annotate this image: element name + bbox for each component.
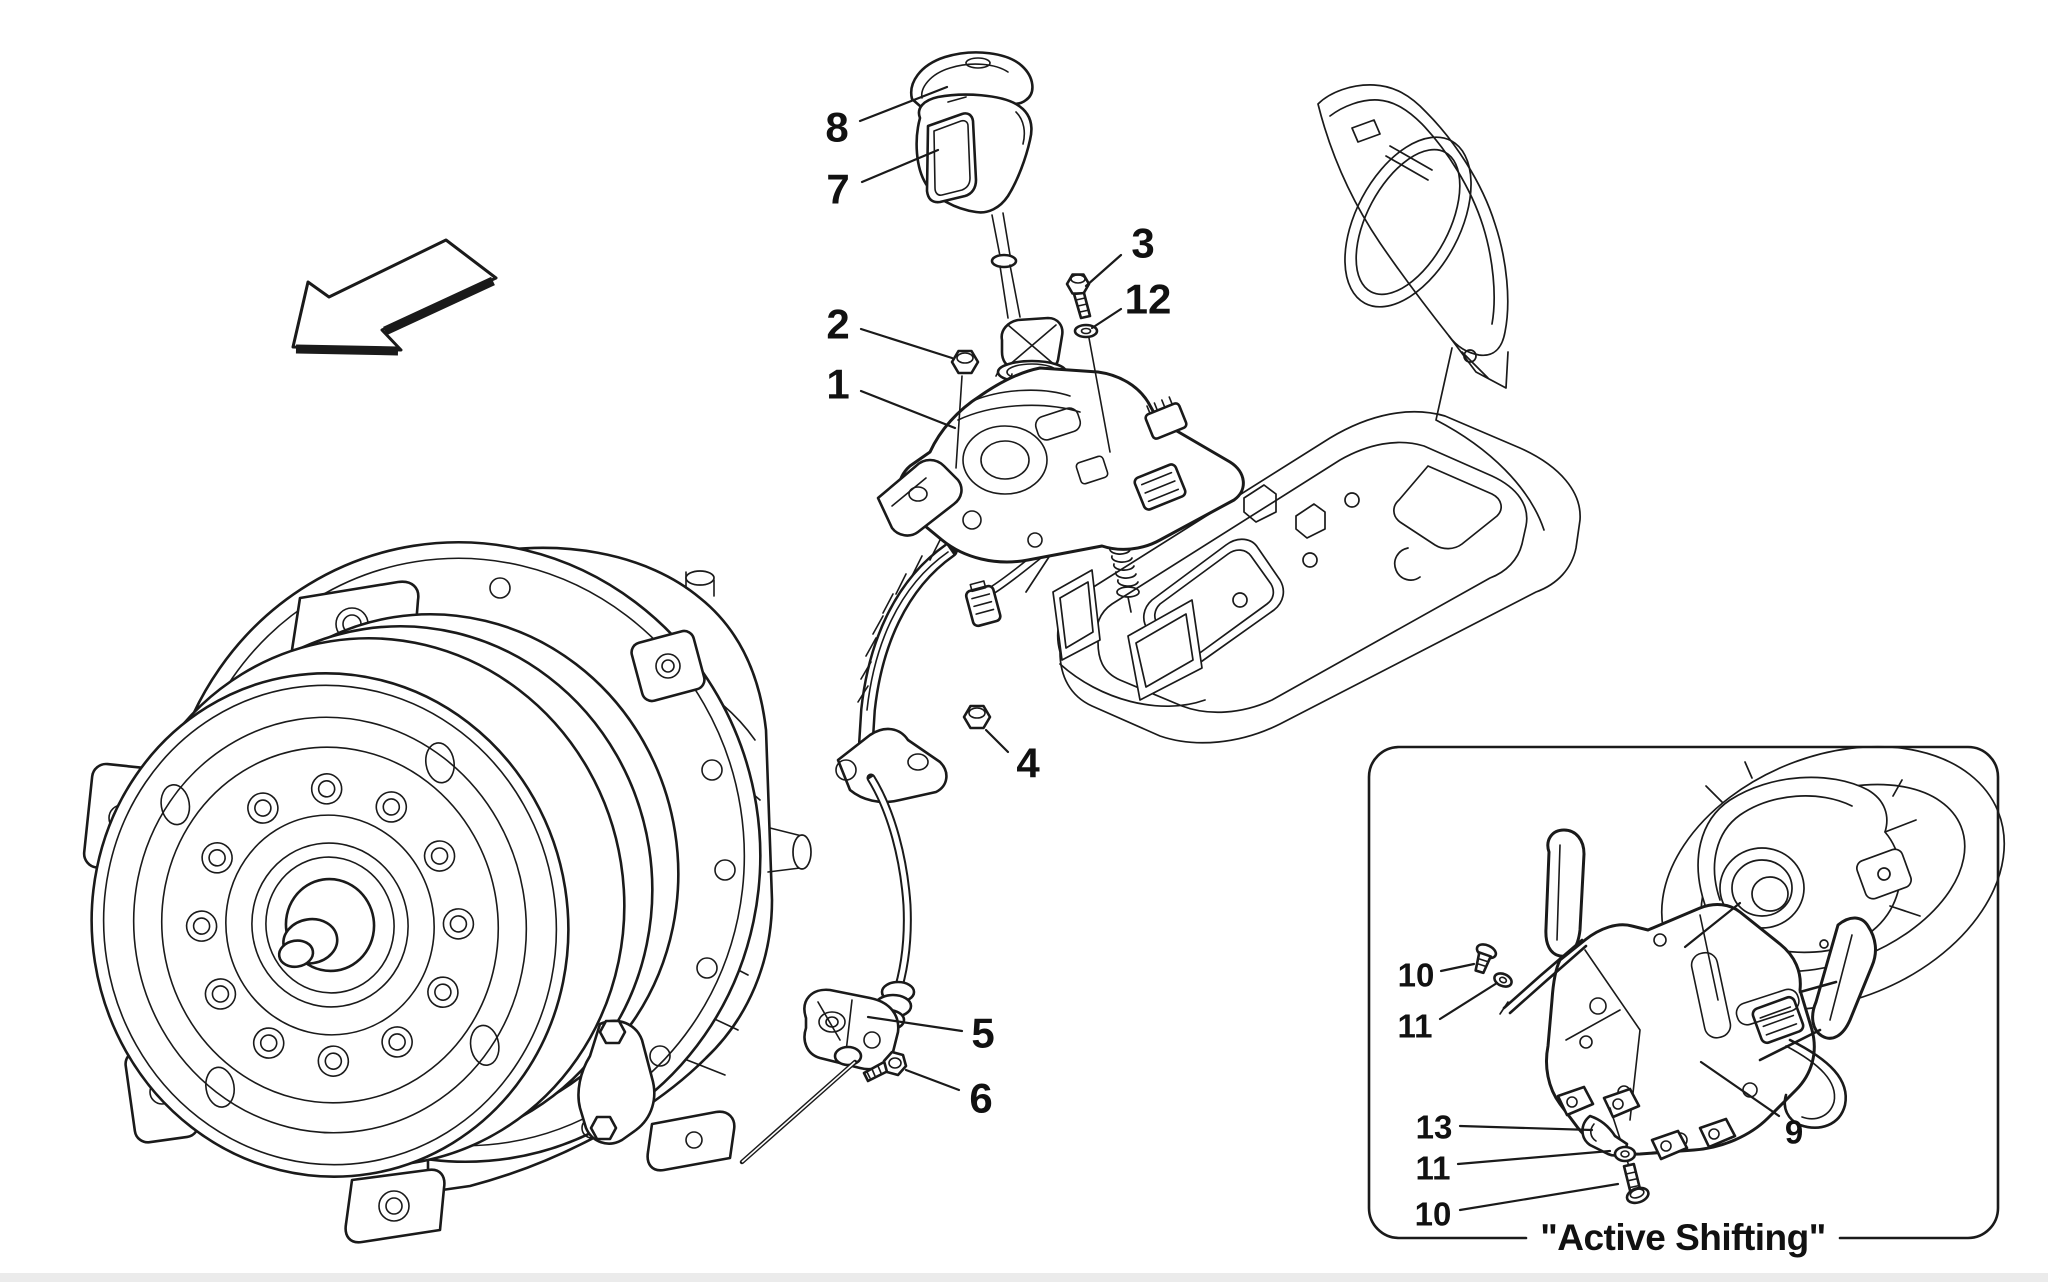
washer-11-top	[1493, 972, 1513, 988]
callout-leader-line	[984, 728, 1010, 754]
callout-5: 5	[866, 1010, 995, 1057]
nut-2	[950, 349, 980, 469]
callout-label: 4	[1016, 740, 1040, 787]
callout-2: 2	[826, 301, 954, 360]
direction-arrow-icon	[291, 238, 498, 356]
callout-label: 7	[826, 166, 849, 213]
callout-11: 11	[1398, 981, 1499, 1045]
callout-leader-line	[1699, 1060, 1781, 1118]
callout-label: 8	[825, 104, 848, 151]
callout-leader-line	[860, 148, 940, 184]
callout-leader-line	[1084, 253, 1123, 288]
callout-12: 12	[1090, 276, 1172, 330]
callout-label: 10	[1415, 1196, 1452, 1233]
bolt-ring	[185, 773, 475, 1077]
callout-10: 10	[1415, 1182, 1620, 1233]
active-shifting-inset: "Active Shifting"	[1367, 745, 2006, 1258]
gear-selector-illustration	[862, 51, 1245, 1083]
callout-13: 13	[1416, 1109, 1594, 1146]
callout-leader-line	[1458, 1182, 1620, 1212]
washer-11-bottom	[1613, 1145, 1637, 1163]
transmission-illustration	[82, 540, 812, 1244]
shift-cable-illustration	[736, 538, 1054, 1168]
callout-label: 10	[1398, 957, 1435, 994]
callout-6: 6	[904, 1068, 993, 1122]
callout-label: 6	[969, 1075, 992, 1122]
callout-leader-line	[1456, 1149, 1612, 1166]
callout-label: 1	[826, 361, 849, 408]
callout-4: 4	[984, 728, 1040, 787]
callout-label: 3	[1131, 220, 1154, 267]
callout-label: 11	[1398, 1008, 1433, 1045]
callout-leader-line	[858, 85, 949, 123]
callout-3: 3	[1084, 220, 1155, 288]
callout-leader-line	[1439, 962, 1476, 973]
callout-label: 11	[1416, 1150, 1451, 1187]
active-shifting-caption: "Active Shifting"	[1540, 1217, 1826, 1258]
screw-10-top	[1474, 943, 1498, 975]
callout-label: 9	[1785, 1114, 1803, 1151]
nut-4	[962, 704, 992, 730]
inset-border	[1367, 745, 2000, 1240]
callout-leader-line	[1458, 1124, 1594, 1132]
callout-leader-line	[1438, 981, 1499, 1021]
callout-leader-line	[866, 1015, 964, 1033]
footer-band	[0, 1273, 2048, 1282]
callout-label: 12	[1125, 276, 1172, 323]
callout-leader-line	[859, 327, 954, 360]
callout-11: 11	[1416, 1149, 1612, 1187]
callout-10: 10	[1398, 957, 1476, 994]
callout-leader-line	[904, 1068, 961, 1092]
paddle-bracket-illustration	[1474, 828, 1877, 1205]
center-console-illustration	[1025, 84, 1581, 744]
screw-10-bottom	[1622, 1162, 1650, 1205]
callout-label: 2	[826, 301, 849, 348]
callout-7: 7	[826, 148, 940, 213]
callout-8: 8	[825, 85, 949, 151]
callout-leader-line	[1683, 901, 1742, 949]
bolt-6	[862, 1050, 908, 1083]
callout-1: 1	[826, 361, 957, 430]
bolt-3	[1065, 273, 1092, 320]
callout-9: 9	[1683, 901, 1803, 1151]
callout-leader-line	[859, 389, 957, 430]
selector-base-housing	[897, 366, 1245, 564]
callout-leader-line	[1090, 307, 1123, 330]
callout-label: 13	[1416, 1109, 1453, 1146]
callout-label: 5	[971, 1010, 994, 1057]
